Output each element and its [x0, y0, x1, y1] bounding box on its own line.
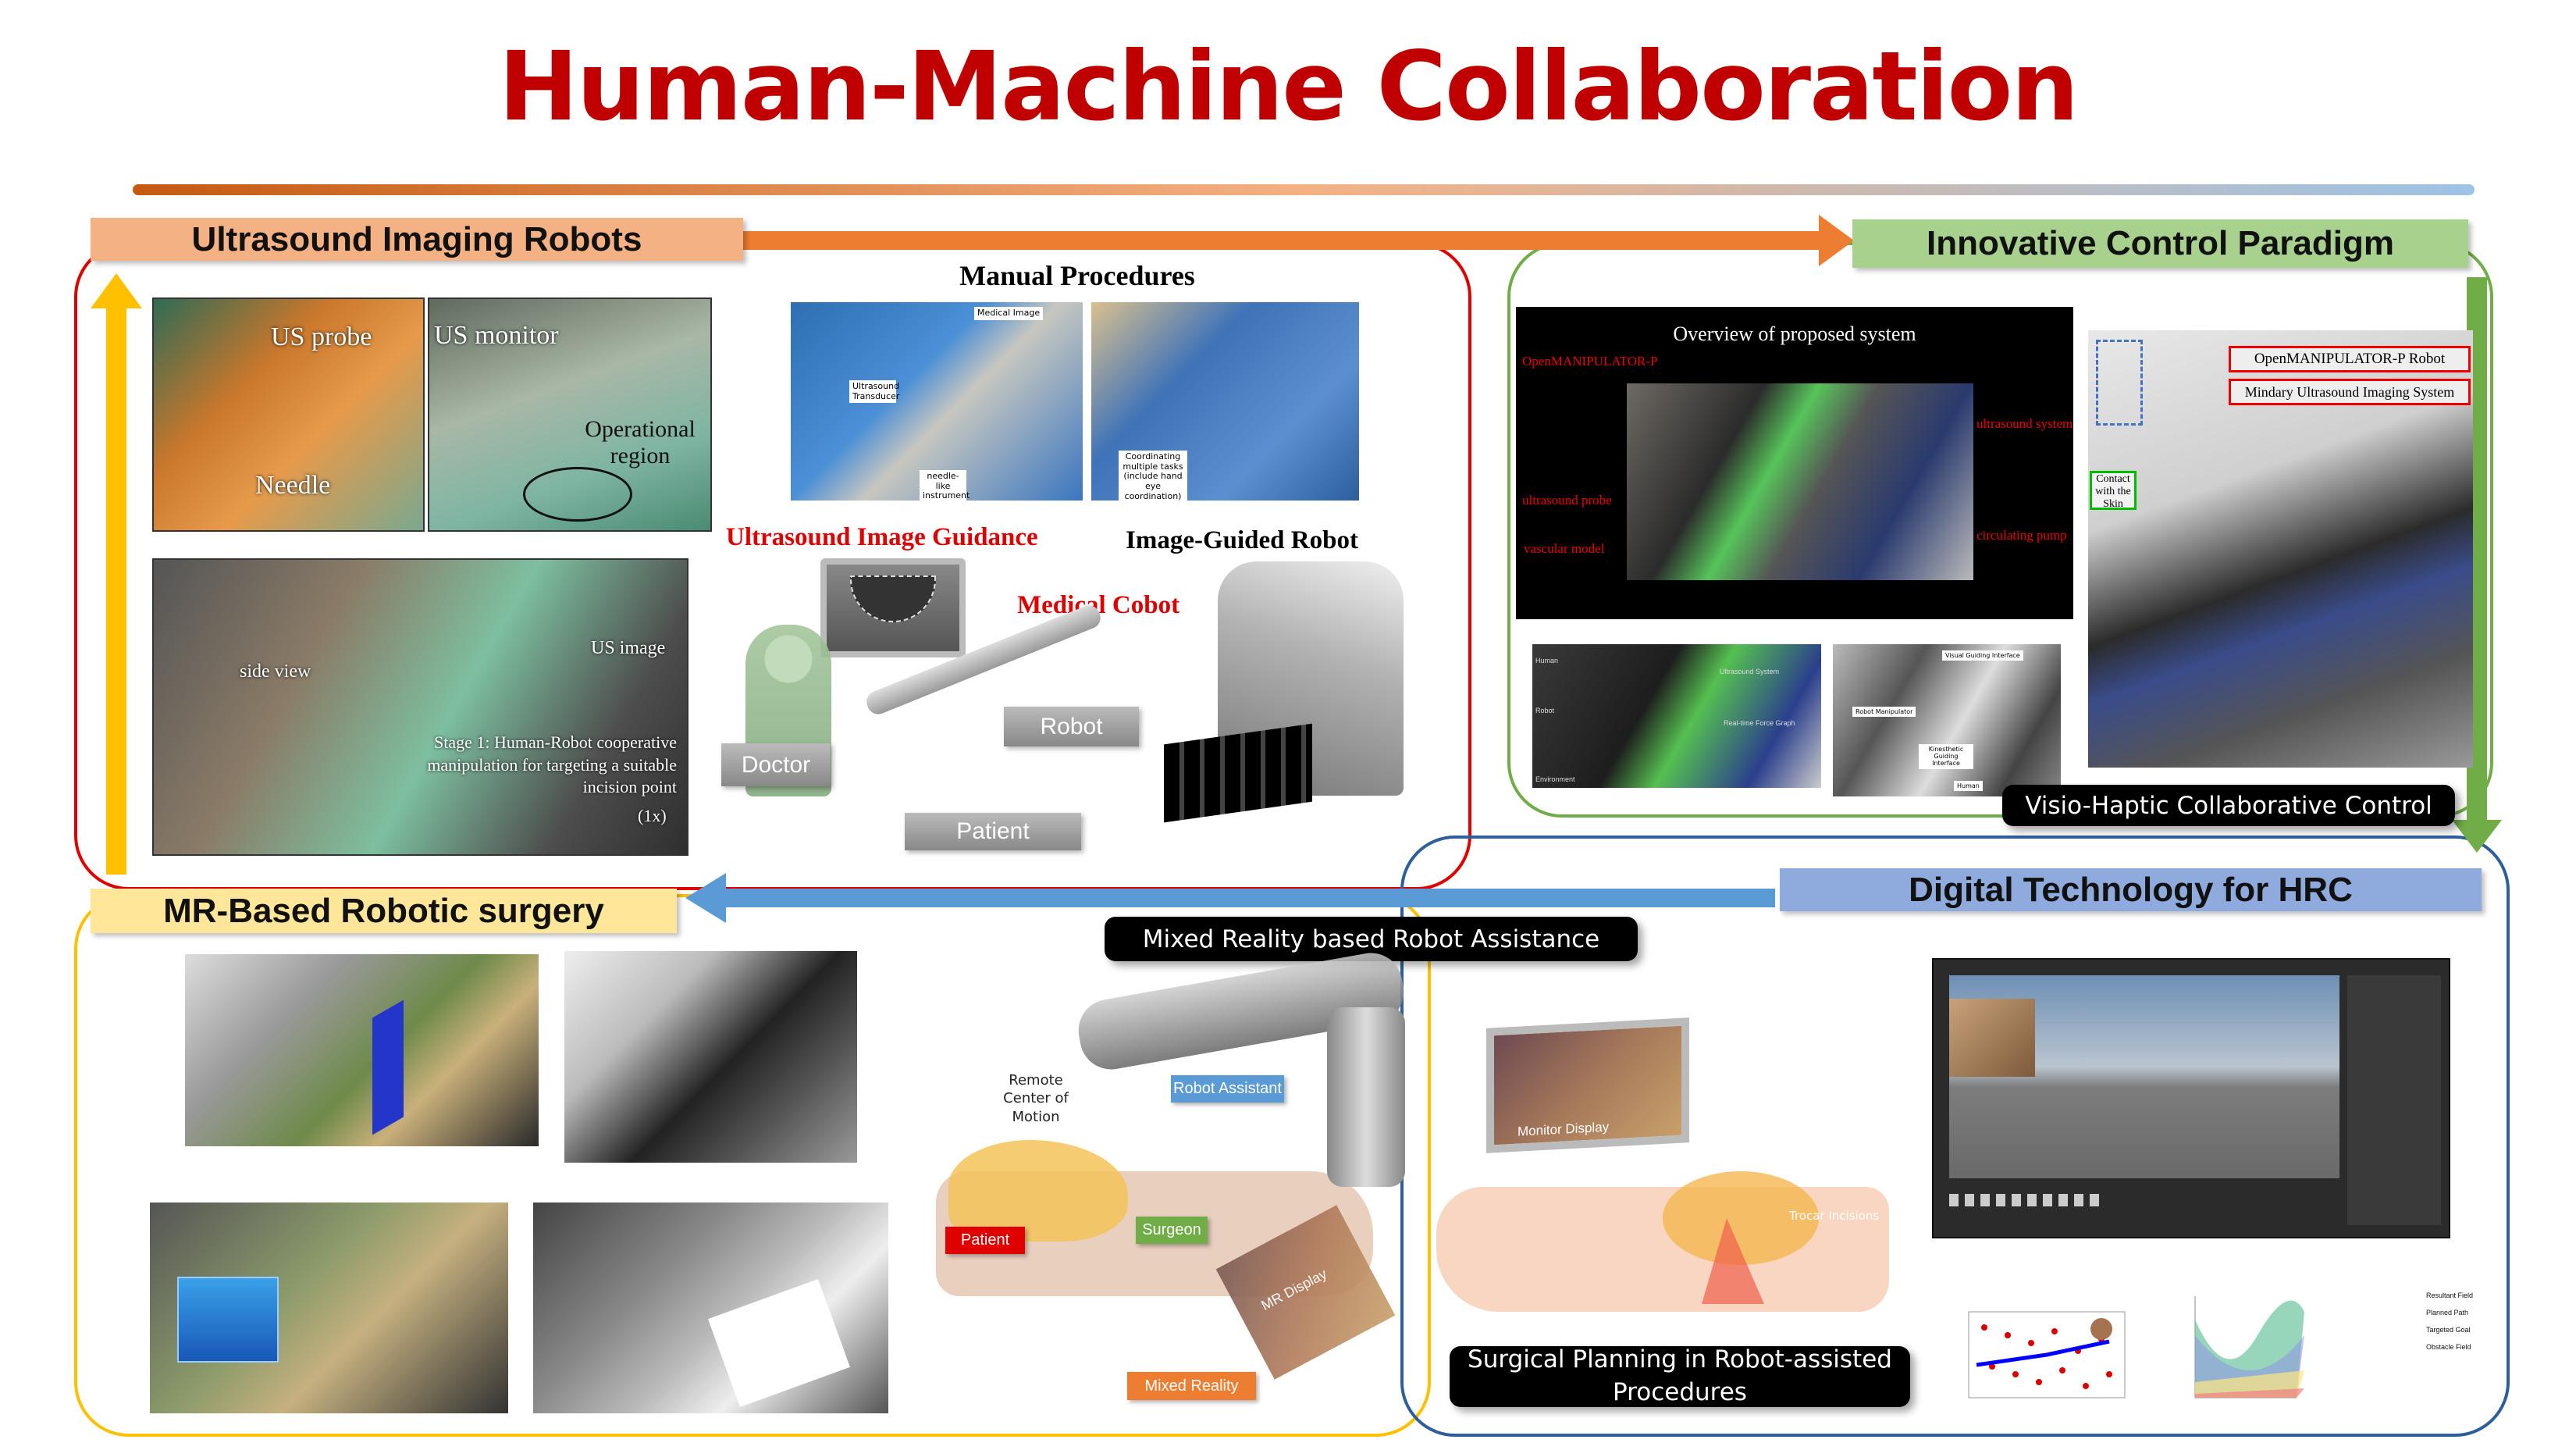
surgical-planning-caption: Surgical Planning in Robot-assisted Proc… — [1450, 1345, 1910, 1407]
surgeon-tag: Surgeon — [1136, 1217, 1208, 1244]
obstacle-sphere — [2090, 1318, 2112, 1340]
section-digital-label: Digital Technology for HRC — [1780, 868, 2482, 911]
robot-tag: Robot — [1535, 707, 1555, 714]
kinesthetic-photo: Visual Guiding Interface Robot Manipulat… — [1833, 644, 2061, 796]
imaging-system-tag: Mindary Ultrasound Imaging System — [2229, 379, 2471, 405]
ultrasound-system-label: ultrasound system — [1976, 416, 2073, 431]
planned-path — [1976, 1339, 2110, 1367]
kinesthetic-tag: Kinesthetic Guiding Interface — [1919, 744, 1973, 769]
us-system-tag: Ultrasound System — [1720, 668, 1780, 675]
arrow-yellow — [91, 273, 142, 875]
human-guiding-photo: Human Robot Ultrasound System Real-time … — [1532, 644, 1821, 788]
mr-photo-2 — [564, 951, 857, 1163]
overview-title: Overview of proposed system — [1673, 322, 1916, 345]
potential-field-plot — [2194, 1296, 2304, 1398]
stage-caption: Stage 1: Human-Robot cooperative manipul… — [427, 732, 677, 797]
circulating-pump-label: circulating pump — [1976, 528, 2067, 543]
region-ellipse — [523, 467, 632, 522]
us-probe-photo: US probe Needle — [152, 298, 425, 532]
ultrasound-probe-label: ultrasound probe — [1522, 493, 1612, 508]
surgical-zone-graphic — [948, 1140, 1128, 1242]
speed-label: (1x) — [638, 806, 667, 825]
environment-tag: Environment — [1535, 775, 1575, 783]
medical-image-tag: Medical Image — [974, 307, 1044, 320]
patient-label: Patient — [905, 813, 1081, 850]
mr-assistance-caption: Mixed Reality based Robot Assistance — [1105, 917, 1638, 961]
guidance-heading: Ultrasound Image Guidance — [726, 523, 1038, 551]
operational-region-label: Operational region — [585, 416, 696, 469]
robot-label: Robot — [1004, 707, 1139, 746]
side-view-label: side view — [240, 661, 311, 682]
mr-photo-3 — [150, 1202, 508, 1413]
openmanipulator-label: OpenMANIPULATOR-P — [1522, 354, 1658, 369]
obstacle-surface — [2195, 1388, 2304, 1398]
openmanipulator-robot-tag: OpenMANIPULATOR-P Robot — [2229, 346, 2471, 372]
needle-label: Needle — [255, 471, 331, 500]
us-image-label: US image — [591, 638, 666, 658]
legend-planned: Planned Path — [2426, 1309, 2469, 1317]
right-robot-photo: OpenMANIPULATOR-P Robot Mindary Ultrasou… — [2088, 330, 2473, 768]
robot-assistant-tag: Robot Assistant — [1171, 1075, 1284, 1103]
manual-procedures-title: Manual Procedures — [959, 260, 1195, 291]
planning-zone-graphic — [1663, 1171, 1819, 1265]
us-probe-label: US probe — [271, 322, 372, 351]
doctor-label: Doctor — [721, 743, 831, 786]
mixed-reality-tag: Mixed Reality — [1127, 1372, 1256, 1400]
monitor-display-label: Monitor Display — [1517, 1119, 1610, 1139]
section-innovative-label: Innovative Control Paradigm — [1852, 219, 2468, 268]
title-underline — [133, 184, 2475, 195]
vascular-model-label: vascular model — [1524, 541, 1605, 556]
section-ultrasound-label: Ultrasound Imaging Robots — [91, 218, 743, 261]
needle-instrument-tag: needle-like instrument — [920, 470, 970, 501]
rcm-label: Remote Center of Motion — [1003, 1072, 1069, 1125]
overview-photo — [1627, 383, 1973, 580]
human-tag: Human — [1535, 657, 1559, 664]
us-monitor-photo: US monitor Operational region — [428, 298, 712, 532]
plot-legend: Resultant Field Planned Path Targeted Go… — [2426, 1287, 2473, 1356]
contact-skin-tag: Contact with the Skin — [2090, 471, 2137, 510]
trocar-label: Trocar Incisions — [1789, 1209, 1880, 1223]
overview-panel: Overview of proposed system OpenMANIPULA… — [1516, 307, 2073, 619]
page-title: Human-Machine Collaboration — [498, 31, 2079, 142]
transducer-tag: Ultrasound Transducer — [849, 380, 899, 404]
robot-assistant-base — [1327, 1007, 1405, 1187]
vector-field-plot — [1968, 1311, 2126, 1398]
mr-photo-4 — [533, 1202, 888, 1413]
force-graph-tag: Real-time Force Graph — [1724, 719, 1795, 727]
arrow-green — [2452, 277, 2502, 853]
image-guided-robot-heading: Image-Guided Robot — [1126, 526, 1358, 554]
section-mr-label: MR-Based Robotic surgery — [91, 889, 677, 933]
visio-haptic-caption: Visio-Haptic Collaborative Control — [2002, 785, 2455, 826]
robot-manipulator-tag: Robot Manipulator — [1852, 707, 1916, 718]
us-monitor-label: US monitor — [434, 321, 559, 350]
visual-interface-tag: Visual Guiding Interface — [1942, 650, 2023, 661]
patient-body-graphic-2 — [1436, 1187, 1889, 1312]
ultrasound-monitor-graphic — [820, 558, 966, 657]
monitor-display-graphic: Monitor Display — [1486, 1017, 1689, 1153]
unity-simulation-screenshot — [1932, 958, 2450, 1238]
arrow-blue — [685, 873, 1775, 923]
human-robot-photo: side view US image Stage 1: Human-Robot … — [152, 558, 688, 856]
patient-tag: Patient — [945, 1227, 1025, 1254]
legend-resultant: Resultant Field — [2426, 1292, 2474, 1299]
manual-procedure-photo-2: Coordinating multiple tasks (include han… — [1091, 302, 1359, 501]
arrow-orange — [743, 215, 1854, 266]
human-tag-2: Human — [1954, 781, 1983, 792]
mr-photo-1 — [185, 954, 539, 1146]
manual-procedure-photo-1: Medical Image Ultrasound Transducer need… — [791, 302, 1083, 501]
legend-goal: Targeted Goal — [2426, 1326, 2471, 1334]
coordinating-tag: Coordinating multiple tasks (include han… — [1119, 451, 1187, 501]
probe-highlight — [2096, 340, 2143, 426]
legend-obstacle: Obstacle Field — [2426, 1343, 2471, 1351]
mr-display-label: MR Display — [1258, 1266, 1329, 1313]
